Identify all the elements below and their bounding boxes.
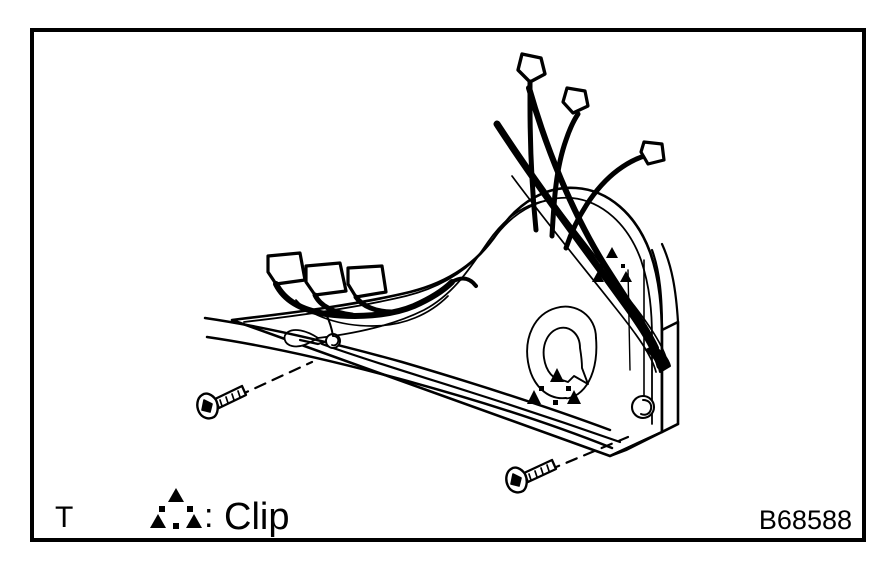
mounting-hole-right [630, 394, 656, 420]
bolt-upper-hex [201, 399, 213, 413]
connector-terminal-a [516, 52, 547, 84]
hole-inner-curl-left [331, 335, 340, 347]
rail-top-edge [203, 316, 612, 432]
clip-marker-lower [527, 368, 581, 405]
side-connector-3 [346, 264, 388, 299]
panel-crest-ridge [317, 199, 553, 339]
clip-lower-dot-a [539, 386, 544, 391]
legend-label: Clip [224, 496, 289, 538]
clip-lower-dot-b [566, 386, 571, 391]
clip-lower-tri-right [567, 390, 581, 404]
bolt-lower-hex [510, 473, 522, 487]
bolt-upper-assembly-line [236, 360, 314, 398]
clip-upper-dot-c [610, 279, 614, 283]
main-panel-body [230, 186, 680, 458]
clip-marker-upper [592, 247, 632, 283]
panel-flange-outer-edge [660, 242, 680, 324]
clip-upper-tri-top [606, 247, 618, 258]
side-connector-group [266, 251, 478, 337]
bolt-lower-assembly-line [547, 435, 630, 472]
horseshoe-bracket-detail [526, 305, 598, 400]
illustration-linework [196, 52, 680, 494]
clip-lower-tri-left [527, 390, 541, 404]
wire-harness-bundle [493, 85, 671, 373]
panel-bottom-return [608, 422, 680, 458]
upper-wire-a [527, 101, 539, 233]
clip-upper-dot-b [621, 264, 625, 268]
mounting-bolt-upper-left [196, 360, 314, 420]
legend-dot-b [187, 506, 193, 512]
side-harness-tail [325, 313, 334, 337]
clip-upper-tri-right [620, 271, 632, 282]
side-harness-drop-2 [312, 292, 355, 318]
harness-end-cap [645, 345, 671, 373]
hole-inner-curl-right [640, 399, 653, 416]
mounting-bolt-lower-right [505, 435, 630, 494]
support-rail-assembly [203, 316, 622, 450]
upper-wire-b [549, 111, 581, 239]
panel-fold-line-b [627, 269, 631, 371]
harness-sheath-inner [511, 175, 657, 373]
rail-bottom-edge [205, 335, 614, 450]
bolt-lower-threads [528, 464, 550, 481]
connector-terminal-b [561, 86, 590, 115]
corner-mark: T [55, 501, 73, 534]
legend-clip-symbol [150, 488, 202, 529]
side-connector-2 [304, 261, 348, 297]
panel-right-flange-face [660, 320, 680, 434]
bolt-upper-threads [219, 390, 241, 407]
clip-upper-tri-left [592, 271, 604, 282]
panel-inner-contour [243, 196, 653, 425]
legend-tri-left [150, 514, 166, 528]
panel-flange-top-edge [650, 248, 664, 332]
side-connector-1 [266, 251, 307, 286]
legend-tri-right [186, 514, 202, 528]
side-harness-sheath [295, 295, 449, 327]
legend-dot-c [173, 523, 179, 529]
legend-tri-top [168, 488, 184, 502]
legend-dot-a [159, 506, 165, 512]
clip-upper-dot-a [599, 264, 603, 268]
legend-separator: : [204, 497, 213, 535]
harness-strand-two [526, 85, 659, 351]
clip-lower-tri-top [550, 368, 564, 382]
upper-connector-group [516, 52, 666, 251]
side-harness-drop-3 [353, 294, 395, 315]
figure-id-label: B68588 [759, 505, 852, 535]
boss-outer-arc-right [565, 337, 598, 400]
upper-wire-c [563, 152, 651, 251]
side-harness-main [273, 279, 455, 319]
rail-mid-edge [320, 342, 622, 444]
side-harness-riser [450, 276, 478, 288]
boss-inner-horseshoe [542, 326, 589, 385]
connector-terminal-c [639, 140, 666, 166]
clip-lower-dot-c [553, 400, 558, 405]
figure-frame [30, 28, 866, 542]
